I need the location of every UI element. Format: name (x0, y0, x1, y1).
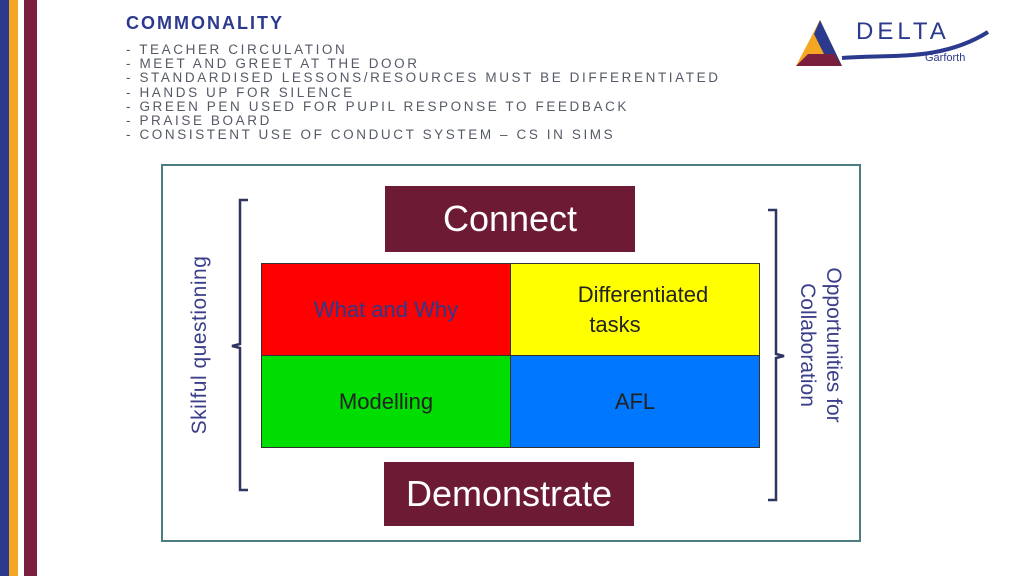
what-and-why-quadrant: What and Why (261, 263, 511, 356)
bullet-item: - PRAISE BOARD (126, 113, 272, 129)
collaboration-line: Opportunities for (822, 267, 845, 423)
bullet-item: - STANDARDISED LESSONS/RESOURCES MUST BE… (126, 70, 721, 86)
bullet-item: - CONSISTENT USE OF CONDUCT SYSTEM – CS … (126, 127, 616, 143)
modelling-quadrant: Modelling (261, 355, 511, 448)
differentiated-tasks-quadrant: Differentiated tasks (510, 263, 760, 356)
collaboration-label: Opportunities for Collaboration (794, 267, 846, 422)
quadrant-line: Differentiated (577, 281, 709, 307)
bullet-item: - MEET AND GREET AT THE DOOR (126, 56, 420, 72)
stripe-blue (0, 0, 9, 576)
left-brace-icon (231, 198, 248, 492)
quadrant-line: tasks (589, 311, 641, 337)
connect-box: Connect (385, 186, 635, 252)
afl-quadrant: AFL (510, 355, 760, 448)
logo-word: DELTA (856, 18, 950, 45)
slide-title: COMMONALITY (126, 13, 284, 33)
diagram-frame (161, 164, 861, 542)
delta-logo-icon (796, 20, 990, 66)
collaboration-line: Collaboration (796, 283, 819, 407)
bullet-item: - HANDS UP FOR SILENCE (126, 84, 355, 100)
stripe-maroon (24, 0, 37, 576)
bullet-item: - GREEN PEN USED FOR PUPIL RESPONSE TO F… (126, 98, 630, 114)
bullet-list: - TEACHER CIRCULATION - MEET AND GREET A… (126, 42, 721, 143)
demonstrate-box: Demonstrate (384, 462, 634, 526)
bullet-item: - TEACHER CIRCULATION (126, 42, 348, 57)
stripe-white (18, 0, 24, 576)
stripe-orange (9, 0, 18, 576)
skilful-questioning-label: Skilful questioning (188, 255, 211, 435)
right-brace-icon (768, 208, 785, 502)
logo-subtitle: Garforth (925, 52, 966, 64)
